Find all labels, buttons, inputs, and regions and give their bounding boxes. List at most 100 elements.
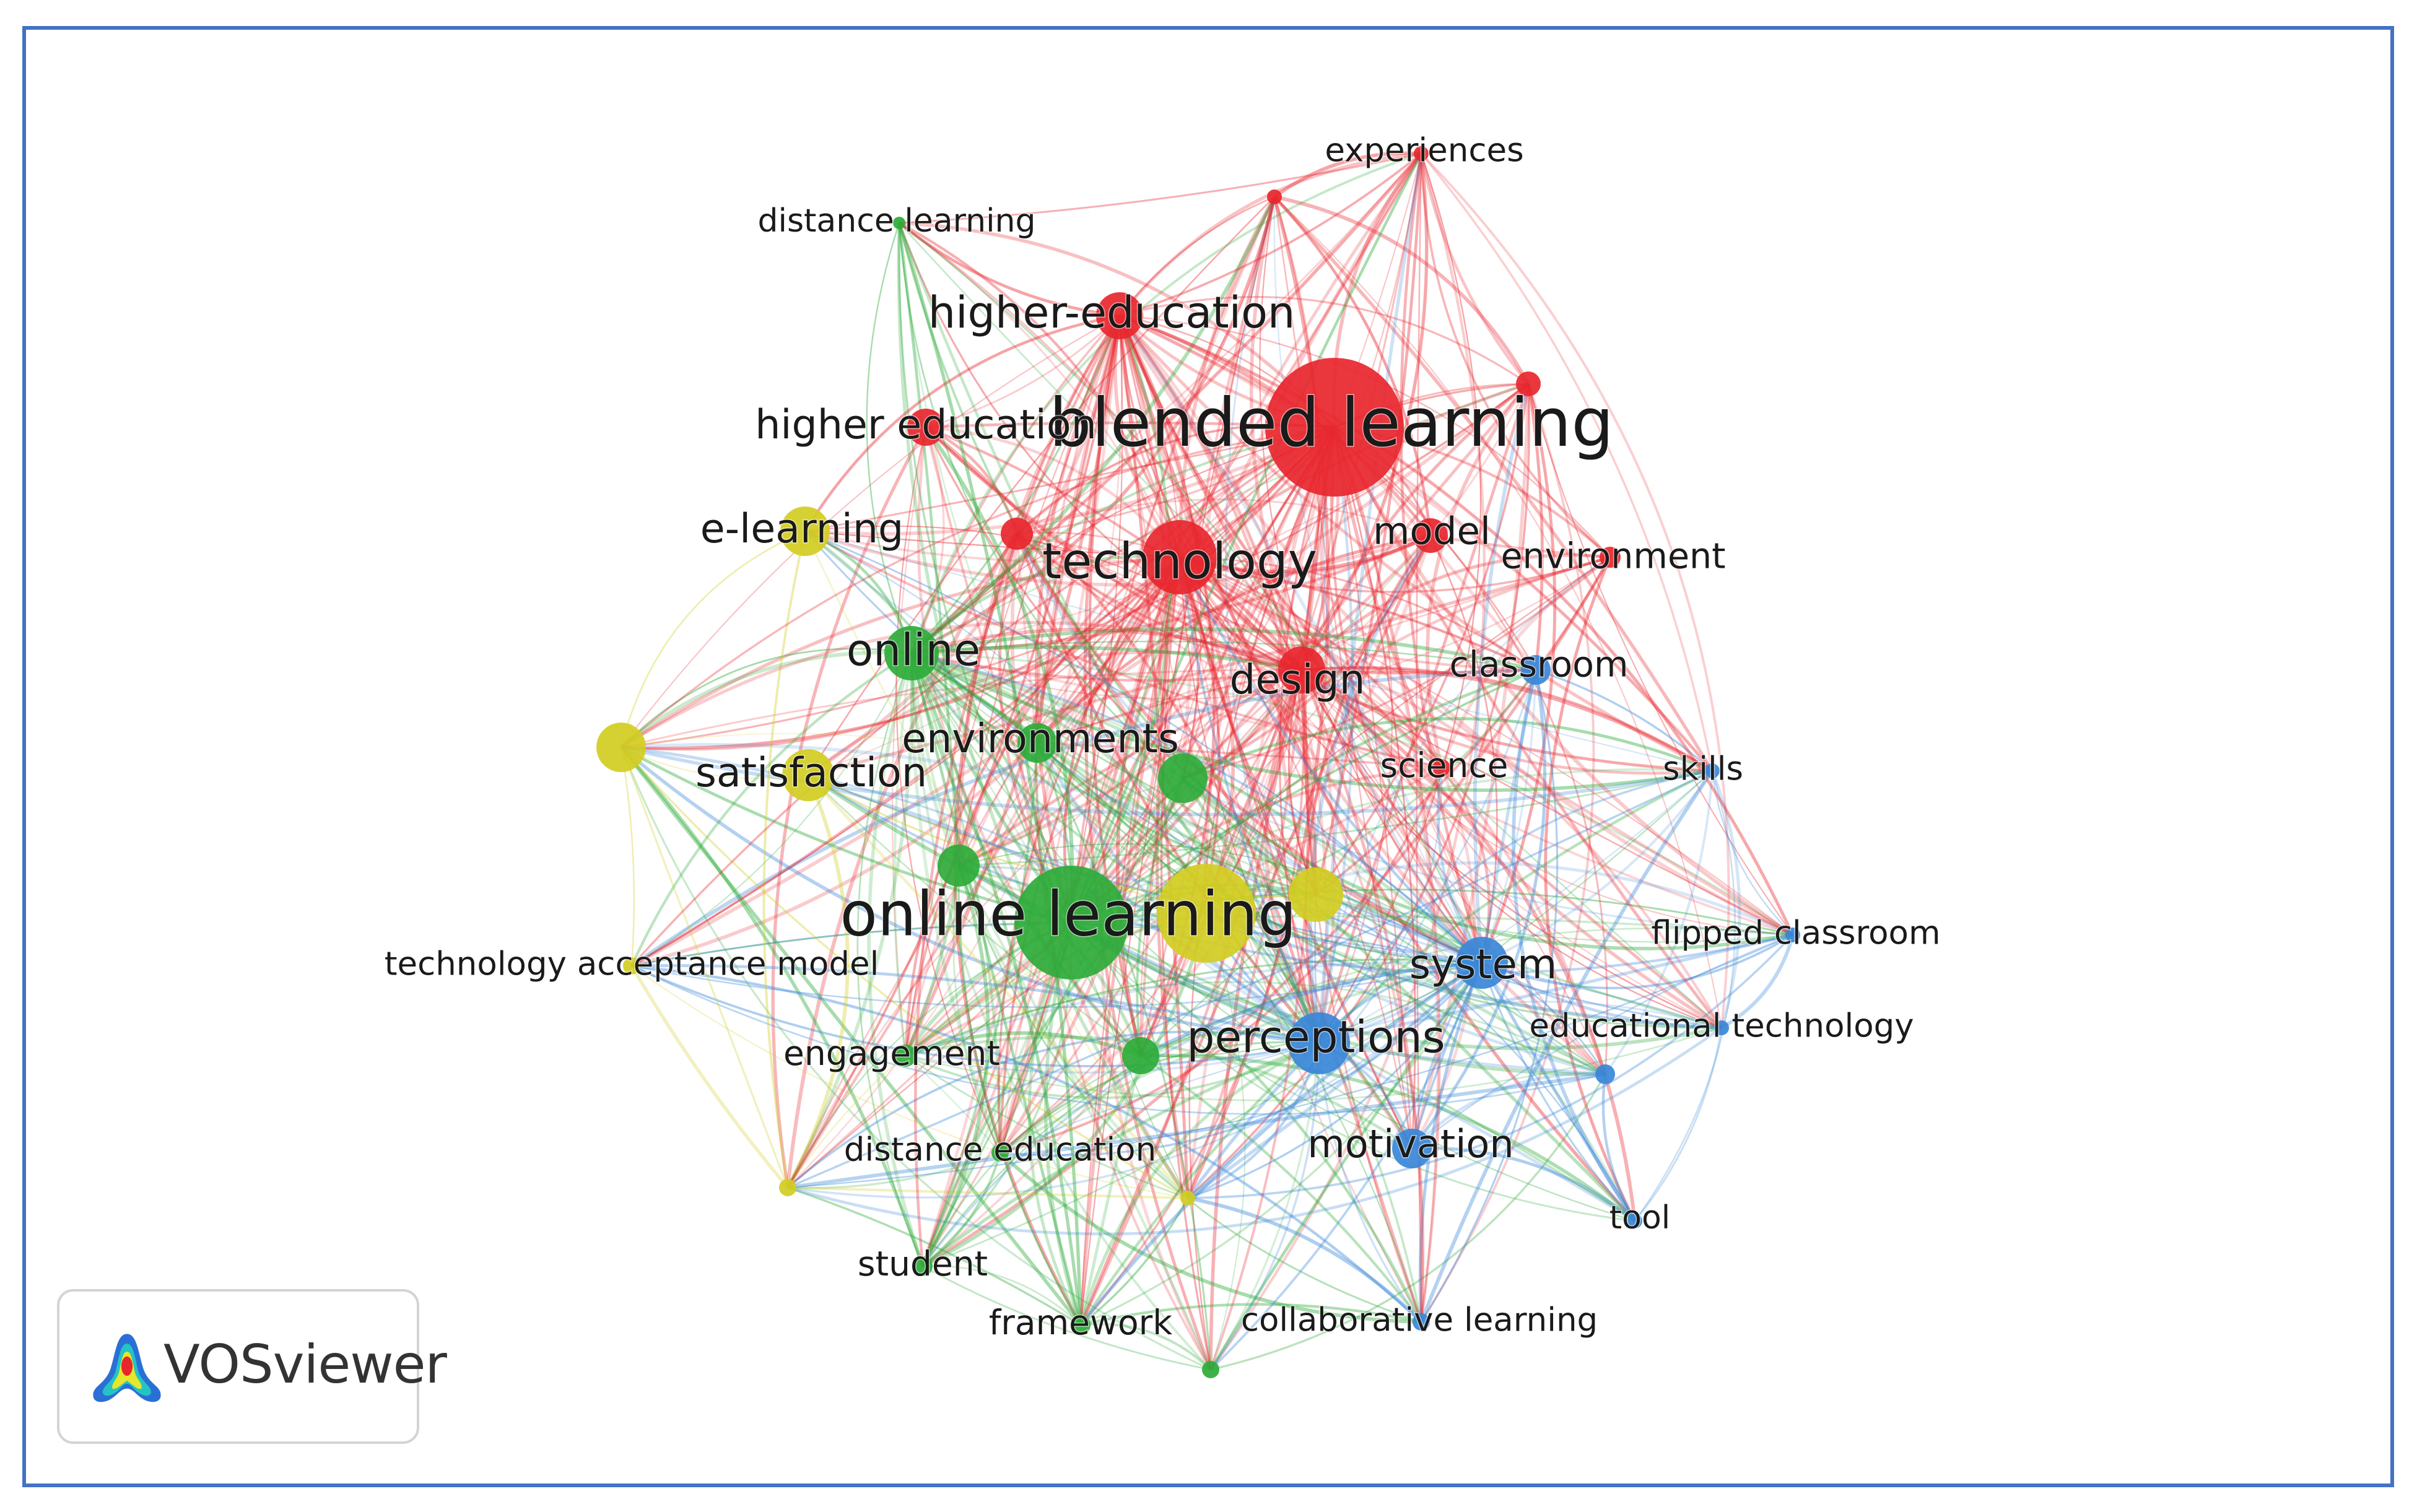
edge-red-unlabeled-2-motivation xyxy=(1410,383,1530,1149)
node-flipped-classroom[interactable] xyxy=(1785,928,1800,942)
edge-blended-learning-technology-acceptance-model xyxy=(630,426,1335,967)
node-online[interactable] xyxy=(884,626,939,680)
edge-online-yellow-unlabeled-4 xyxy=(786,653,914,1189)
node-science[interactable] xyxy=(1433,759,1450,776)
edge-student-green-unlabeled-3 xyxy=(921,1054,1141,1267)
node-yellow-unlabeled-5[interactable] xyxy=(1180,1191,1195,1206)
edge-red-unlabeled-3-environments xyxy=(1016,533,1039,744)
node-green-unlabeled-4[interactable] xyxy=(1202,1361,1219,1378)
node-technology-acceptance-model[interactable] xyxy=(623,957,640,975)
node-framework[interactable] xyxy=(1071,1315,1091,1335)
edge-framework-perceptions xyxy=(1079,1041,1320,1326)
node-yellow-unlabeled-4[interactable] xyxy=(779,1179,796,1196)
node-skills[interactable] xyxy=(1705,763,1720,778)
node-online-learning[interactable] xyxy=(1014,866,1128,980)
edge-system-red-unlabeled-3 xyxy=(1015,533,1483,965)
label-framework: framework xyxy=(989,1303,1172,1342)
edge-technology-technology-acceptance-model xyxy=(631,556,1182,968)
label-skills: skills xyxy=(1663,750,1743,788)
edge-online-distance-education xyxy=(910,653,1002,1154)
label-classroom: classroom xyxy=(1450,645,1629,685)
node-yellow-unlabeled-1[interactable] xyxy=(596,723,646,772)
node-red-unlabeled-2[interactable] xyxy=(1516,371,1541,396)
node-higher-education[interactable] xyxy=(907,409,944,446)
node-red-unlabeled-1[interactable] xyxy=(1267,189,1282,204)
node-environment[interactable] xyxy=(1600,547,1621,568)
edge-blended-learning-student xyxy=(921,426,1336,1267)
edge-higher-education-design xyxy=(925,426,1302,672)
node-environments[interactable] xyxy=(1017,723,1057,763)
edge-higher-education-hyphen-yellow-unlabeled-2 xyxy=(1118,315,1220,914)
node-distance-education[interactable] xyxy=(991,1144,1009,1162)
node-engagement[interactable] xyxy=(894,1045,917,1067)
node-yellow-unlabeled-3[interactable] xyxy=(1289,867,1343,922)
edge-framework-system xyxy=(1080,962,1483,1326)
edge-design-classroom xyxy=(1301,668,1536,674)
node-e-learning[interactable] xyxy=(780,506,830,556)
node-design[interactable] xyxy=(1278,646,1325,693)
edge-system-flipped-classroom xyxy=(1481,934,1794,989)
node-collaborative-learning[interactable] xyxy=(1413,1313,1430,1331)
edge-online-learning-higher-education xyxy=(924,426,1074,923)
edge-green-unlabeled-2-skills xyxy=(958,770,1713,867)
edge-design-red-unlabeled-3 xyxy=(1016,532,1302,671)
edge-design-perceptions xyxy=(1264,669,1321,1045)
node-distance-learning[interactable] xyxy=(893,217,905,229)
label-blended-learning: blended learning xyxy=(1049,385,1614,462)
edge-green-unlabeled-1-perceptions xyxy=(1181,777,1321,1044)
edge-perceptions-educational-technology xyxy=(1318,1001,1722,1045)
edge-red-unlabeled-1-red-unlabeled-2 xyxy=(1274,195,1530,385)
label-model: model xyxy=(1373,510,1491,554)
edge-distance-education-system xyxy=(999,961,1483,1154)
edge-model-green-unlabeled-1 xyxy=(1182,534,1432,780)
node-motivation[interactable] xyxy=(1392,1129,1432,1168)
edge-higher-education-hyphen-student xyxy=(921,315,1121,1267)
edge-perceptions-model xyxy=(1309,534,1432,1044)
edge-green-unlabeled-4-yellow-unlabeled-2 xyxy=(1206,913,1246,1370)
edge-design-educational-technology xyxy=(1301,669,1722,1029)
edge-online-learning-system xyxy=(1071,888,1483,965)
edge-online-green-unlabeled-1 xyxy=(911,651,1184,780)
edge-online-yellow-unlabeled-3 xyxy=(911,653,1317,896)
node-student[interactable] xyxy=(913,1256,933,1276)
edge-perceptions-environment xyxy=(1318,556,1611,1044)
node-yellow-unlabeled-2[interactable] xyxy=(1157,864,1256,963)
edge-design-yellow-unlabeled-5 xyxy=(1186,669,1304,1199)
edge-framework-distance-learning xyxy=(897,222,1082,1326)
node-blue-unlabeled-1[interactable] xyxy=(1595,1064,1615,1084)
node-tool[interactable] xyxy=(1627,1214,1642,1228)
edge-design-collaborative-learning xyxy=(1300,669,1424,1323)
node-system[interactable] xyxy=(1456,937,1508,989)
node-model[interactable] xyxy=(1413,518,1448,553)
node-red-unlabeled-3[interactable] xyxy=(1001,518,1033,550)
edge-red-unlabeled-2-yellow-unlabeled-5 xyxy=(1187,383,1530,1199)
edge-model-system xyxy=(1429,535,1498,963)
node-experiences[interactable] xyxy=(1414,146,1429,161)
edge-classroom-collaborative-learning xyxy=(1420,669,1559,1323)
node-educational-technology[interactable] xyxy=(1714,1020,1729,1035)
edge-system-yellow-unlabeled-1 xyxy=(621,742,1483,965)
edge-technology-experiences xyxy=(1178,152,1422,558)
edge-technology-yellow-unlabeled-1 xyxy=(620,555,1180,749)
node-perceptions[interactable] xyxy=(1288,1012,1350,1074)
node-satisfaction[interactable] xyxy=(782,749,834,801)
node-green-unlabeled-2[interactable] xyxy=(938,845,980,887)
edge-blended-learning-online-learning xyxy=(1070,426,1336,923)
edge-blended-learning-collaborative-learning xyxy=(1333,427,1439,1323)
edge-online-classroom xyxy=(911,627,1536,672)
edge-system-collaborative-learning xyxy=(1418,962,1484,1323)
node-green-unlabeled-1[interactable] xyxy=(1158,754,1208,803)
edge-environments-blue-unlabeled-1 xyxy=(1036,742,1606,1075)
node-higher-education-hyphen[interactable] xyxy=(1096,292,1143,339)
node-green-unlabeled-3[interactable] xyxy=(1122,1037,1159,1074)
vosviewer-logo: VOSviewer xyxy=(57,1289,447,1444)
node-classroom[interactable] xyxy=(1521,655,1551,685)
edge-blended-learning-distance-education xyxy=(999,426,1336,1154)
edge-online-learning-yellow-unlabeled-4 xyxy=(787,922,1072,1188)
edge-technology-flipped-classroom xyxy=(1179,557,1793,936)
edge-model-online-learning xyxy=(1071,535,1432,924)
edge-green-unlabeled-1-tool xyxy=(1182,777,1636,1222)
node-technology[interactable] xyxy=(1143,520,1217,594)
node-blended-learning[interactable] xyxy=(1265,358,1404,497)
edge-yellow-unlabeled-1-yellow-unlabeled-4 xyxy=(620,747,789,1188)
